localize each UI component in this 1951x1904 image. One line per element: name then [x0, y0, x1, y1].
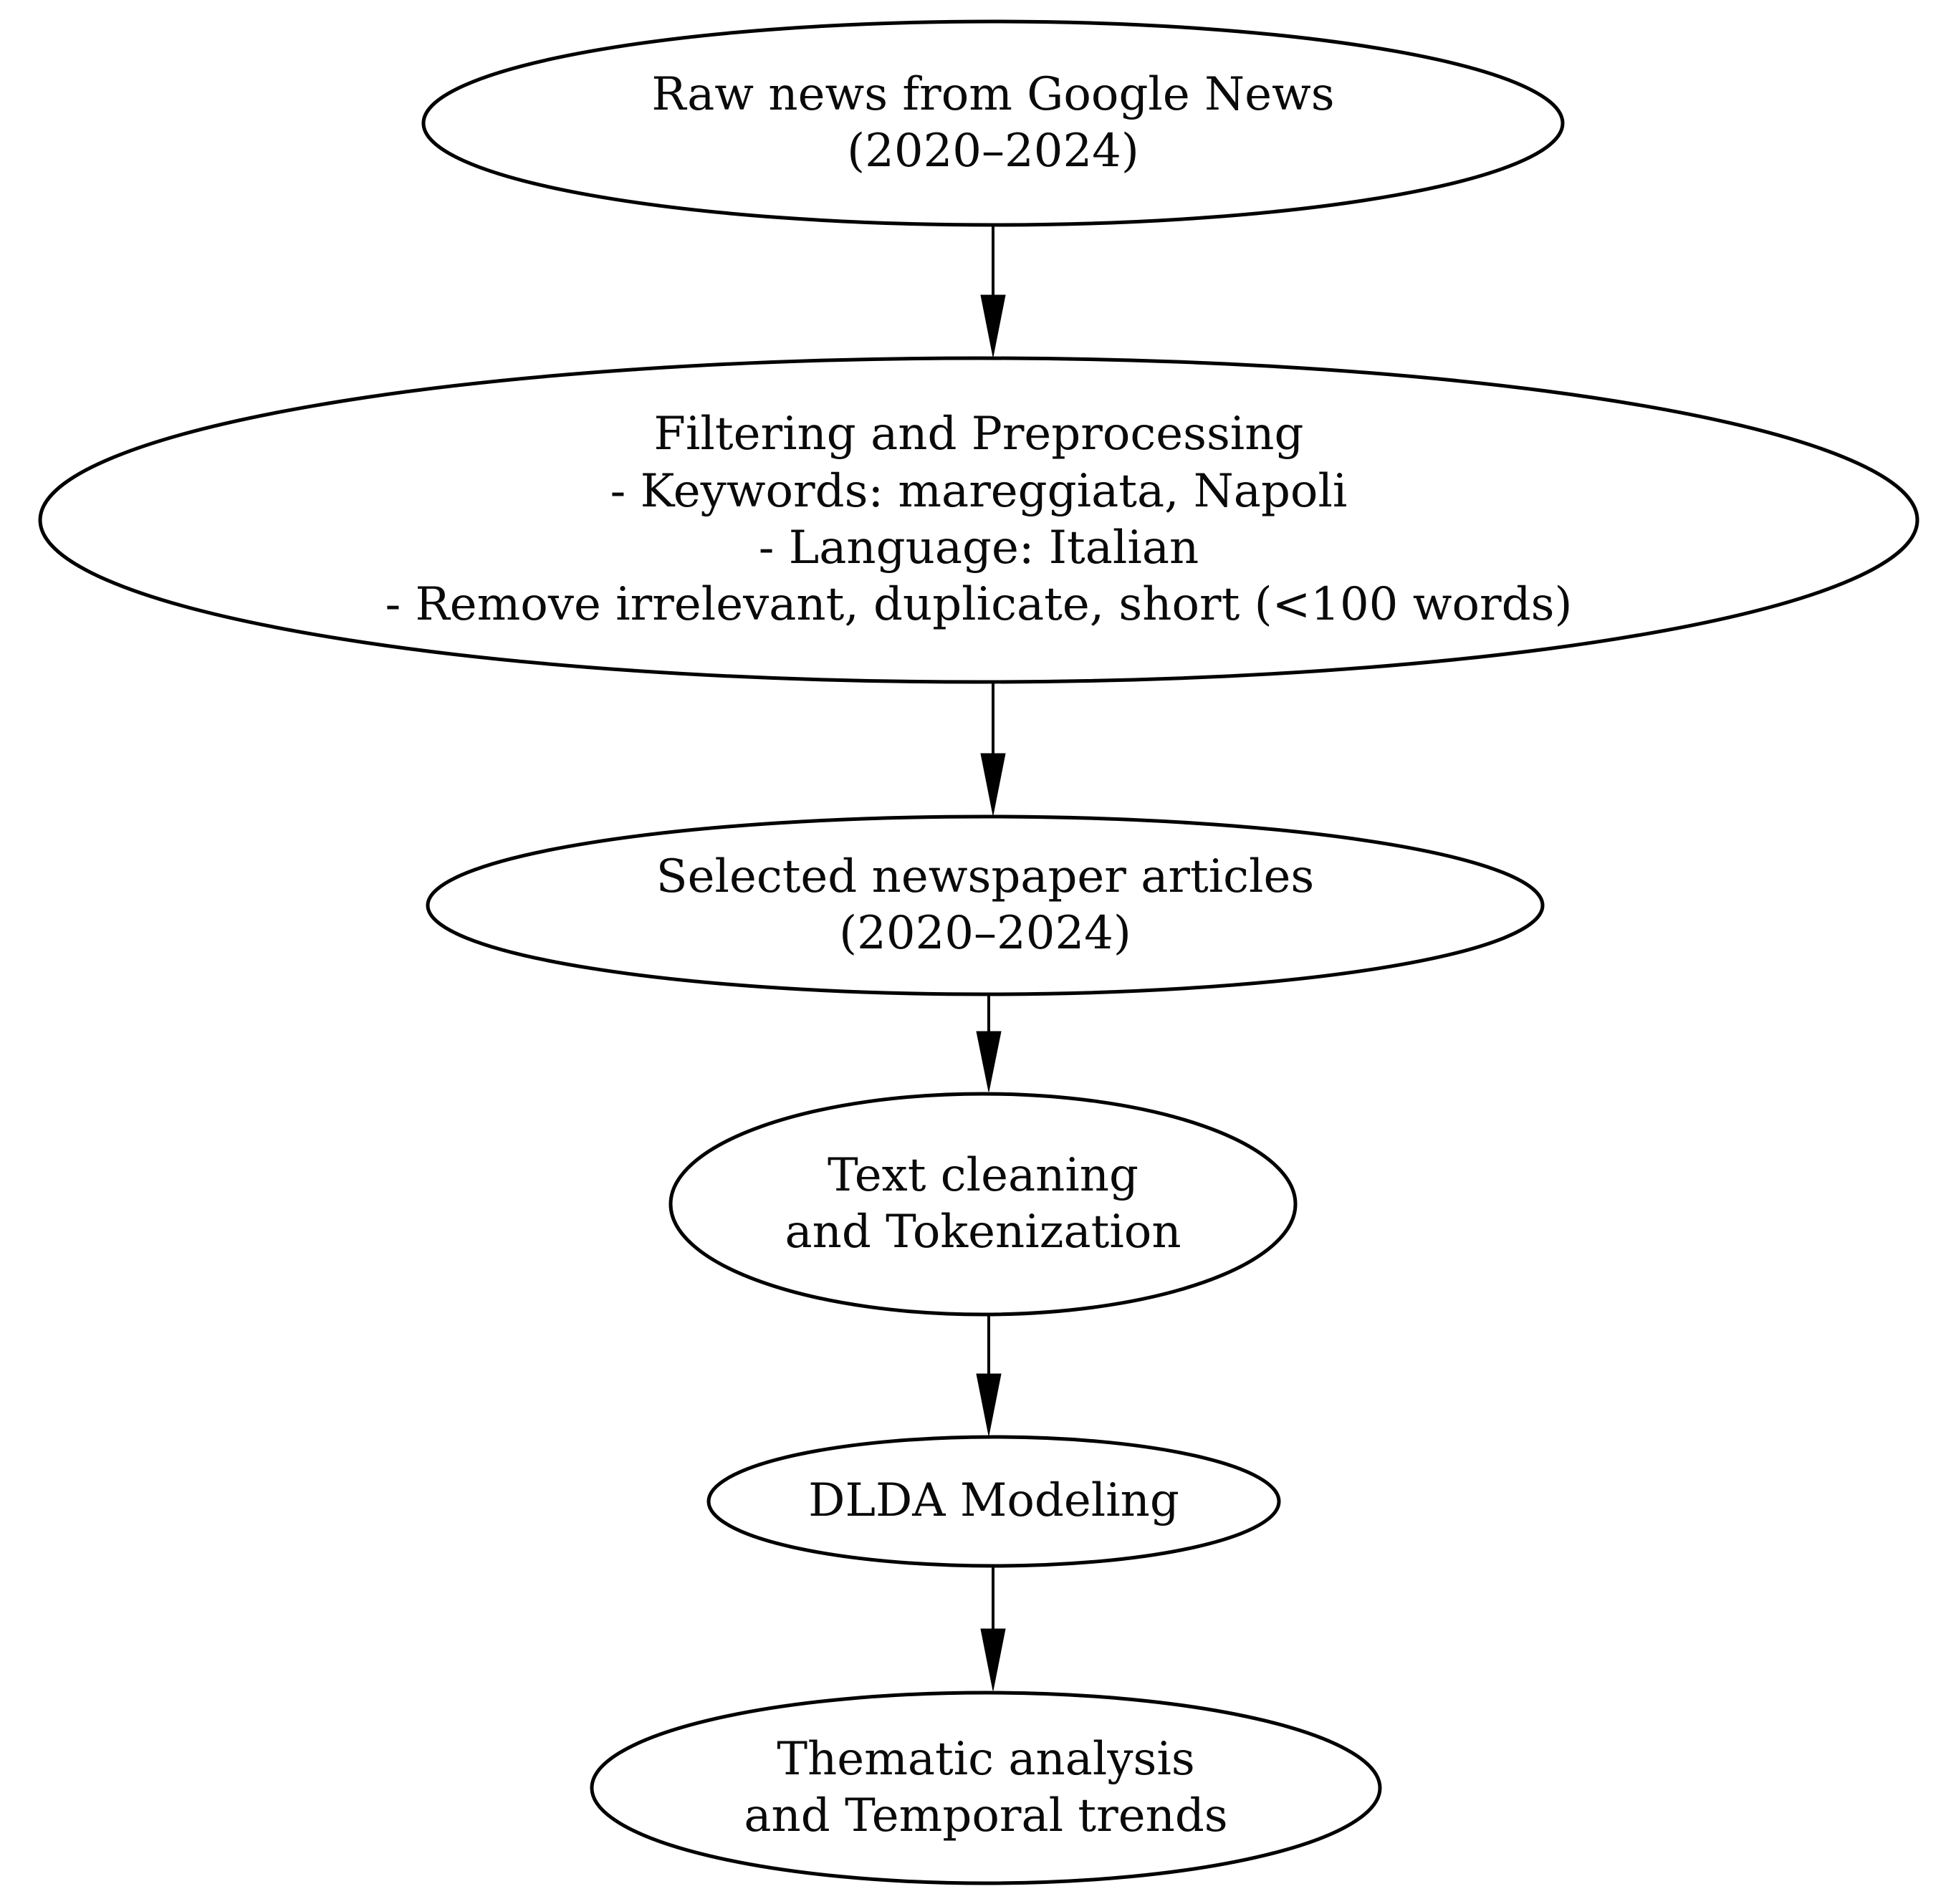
node-label-thematic-analysis: Thematic analysis and Temporal trends	[744, 1732, 1228, 1842]
ellipse-text-cleaning	[668, 1092, 1298, 1317]
node-label-filtering: Filtering and Preprocessing - Keywords: …	[385, 408, 1573, 632]
arrowhead-icon	[980, 753, 1006, 816]
arrowhead-icon	[976, 1031, 1002, 1092]
ellipse-dlda-modeling	[706, 1435, 1281, 1568]
edge-raw-news-to-filtering	[980, 225, 1006, 357]
node-label-raw-news: Raw news from Google News (2020–2024)	[651, 67, 1335, 178]
arrowhead-icon	[980, 294, 1006, 357]
edge-filtering-to-selected	[980, 682, 1006, 816]
ellipse-selected-articles	[426, 814, 1545, 996]
edge-dlda-to-thematic	[980, 1566, 1006, 1691]
ellipse-filtering	[38, 356, 1919, 684]
arrowhead-icon	[976, 1373, 1002, 1436]
node-label-dlda-modeling: DLDA Modeling	[808, 1474, 1179, 1528]
edge-selected-to-cleaning	[976, 994, 1002, 1092]
ellipse-raw-news	[421, 19, 1565, 227]
node-label-selected-articles: Selected newspaper articles (2020–2024)	[656, 850, 1315, 960]
ellipse-thematic-analysis	[590, 1691, 1382, 1885]
arrowhead-icon	[980, 1628, 1006, 1691]
edge-cleaning-to-dlda	[976, 1314, 1002, 1436]
node-label-text-cleaning: Text cleaning and Tokenization	[785, 1148, 1181, 1259]
